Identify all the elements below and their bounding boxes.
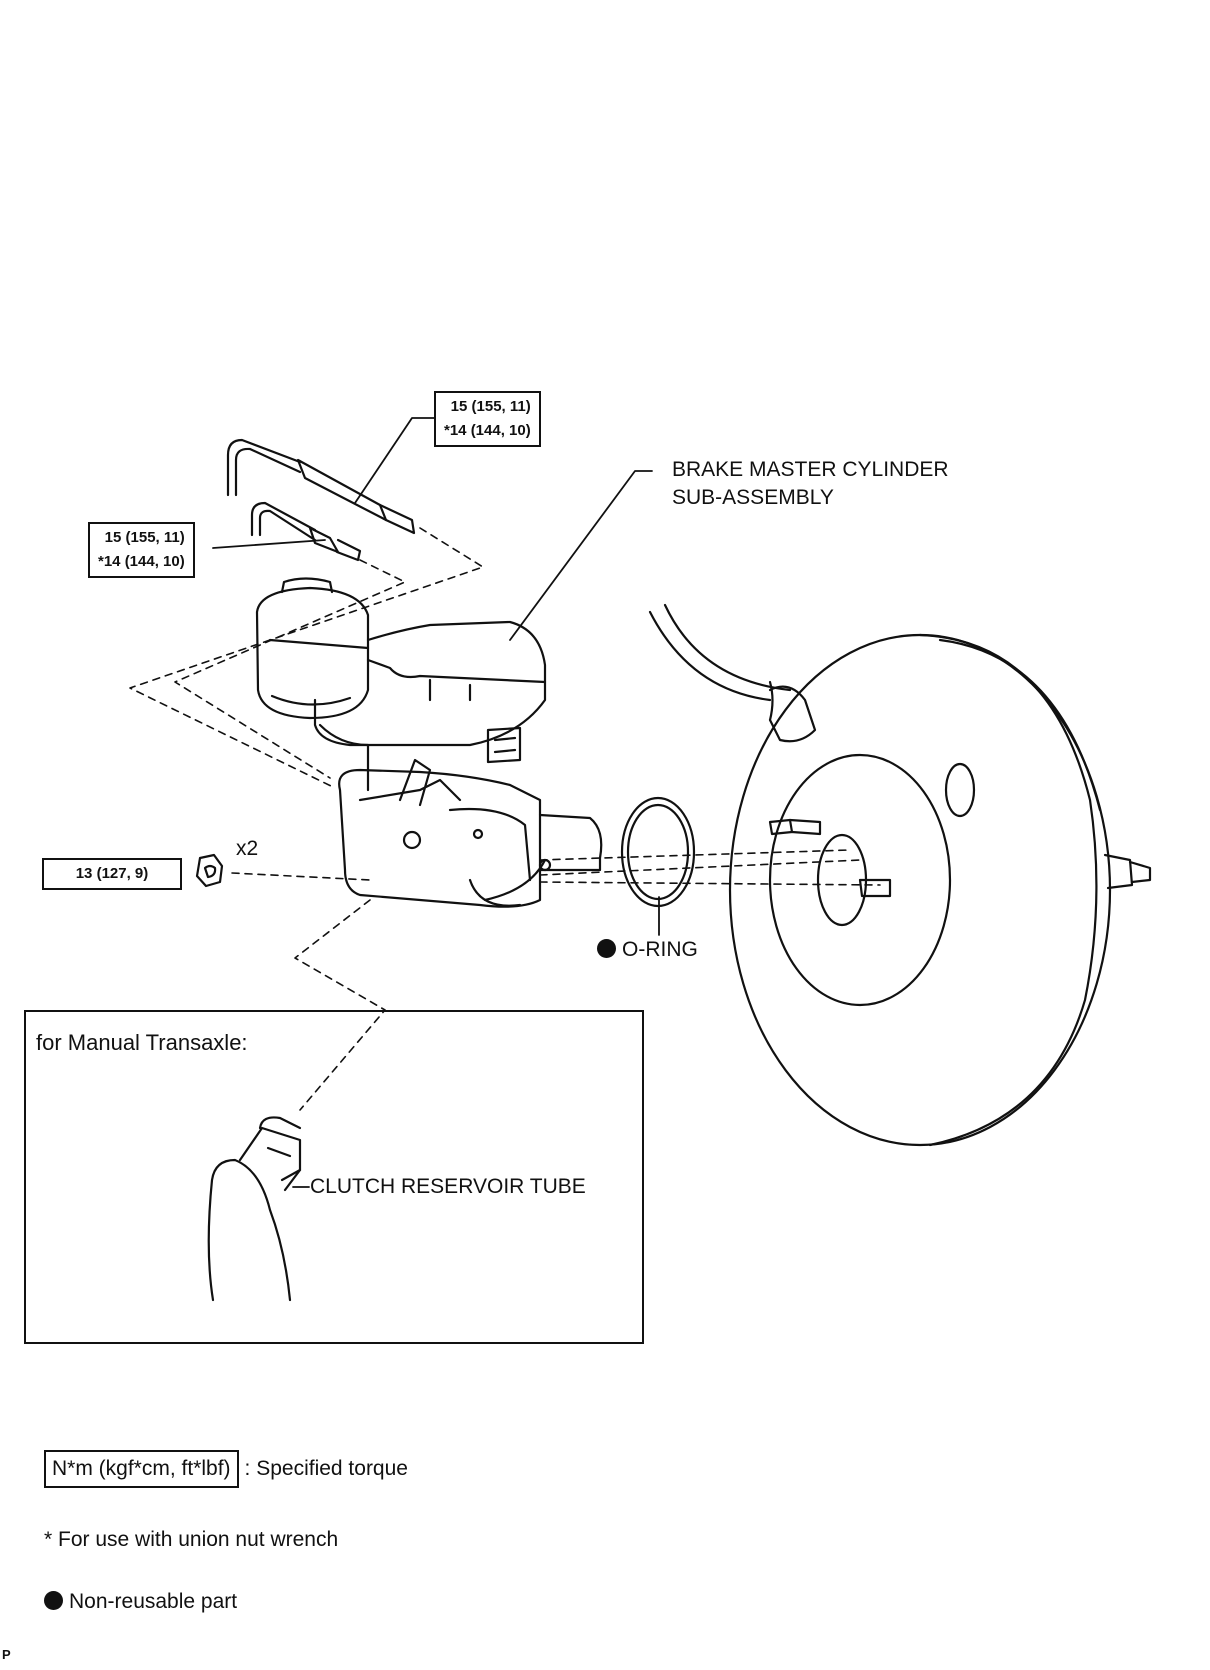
union-nut	[195, 853, 224, 888]
o-ring-label: O-RING	[597, 935, 698, 965]
master-cylinder-label-line-2: SUB-ASSEMBLY	[672, 486, 834, 509]
assembly-guide-lines	[129, 527, 881, 1111]
torque-spec-middle-line-1: 15 (155, 11)	[104, 529, 185, 546]
master-cylinder-body	[255, 577, 603, 908]
o-ring-label-text: O-RING	[622, 938, 698, 961]
torque-spec-middle-line-2: *14 (144, 10)	[98, 553, 185, 570]
clutch-reservoir-tube-label: CLUTCH RESERVOIR TUBE	[310, 1175, 586, 1198]
nut-quantity: x2	[236, 837, 259, 860]
non-reusable-bullet-icon	[597, 939, 616, 958]
non-reusable-dot-icon	[44, 1591, 63, 1610]
legend-torque-unit: N*m (kgf*cm, ft*lbf)	[44, 1450, 239, 1488]
legend-non-reusable: Non-reusable part	[44, 1587, 237, 1617]
manual-transaxle-inset: for Manual Transaxle:	[24, 1010, 644, 1344]
master-cylinder-label-line-1: BRAKE MASTER CYLINDER	[672, 458, 949, 481]
corner-mark: P	[2, 1647, 11, 1662]
o-ring	[620, 796, 696, 908]
torque-spec-nut-value: 13 (127, 9)	[75, 865, 149, 882]
brake-booster	[648, 603, 1152, 1147]
torque-spec-nut: 13 (127, 9)	[42, 858, 182, 890]
clutch-reservoir-tube	[207, 1116, 302, 1302]
legend-torque: N*m (kgf*cm, ft*lbf): Specified torque	[44, 1450, 408, 1488]
torque-spec-upper-line-1: 15 (155, 11)	[450, 398, 531, 415]
inset-title: for Manual Transaxle:	[36, 1030, 248, 1055]
legend-union-note: * For use with union nut wrench	[44, 1528, 339, 1551]
brake-line-pipes	[226, 438, 416, 562]
torque-spec-upper-line-2: *14 (144, 10)	[444, 422, 531, 439]
legend-torque-desc: : Specified torque	[244, 1457, 408, 1480]
torque-spec-middle-line: 15 (155, 11) *14 (144, 10)	[88, 522, 195, 578]
leader-lines	[212, 417, 660, 1188]
legend-non-reusable-text: Non-reusable part	[69, 1590, 238, 1613]
torque-spec-upper-line: 15 (155, 11) *14 (144, 10)	[434, 391, 541, 447]
